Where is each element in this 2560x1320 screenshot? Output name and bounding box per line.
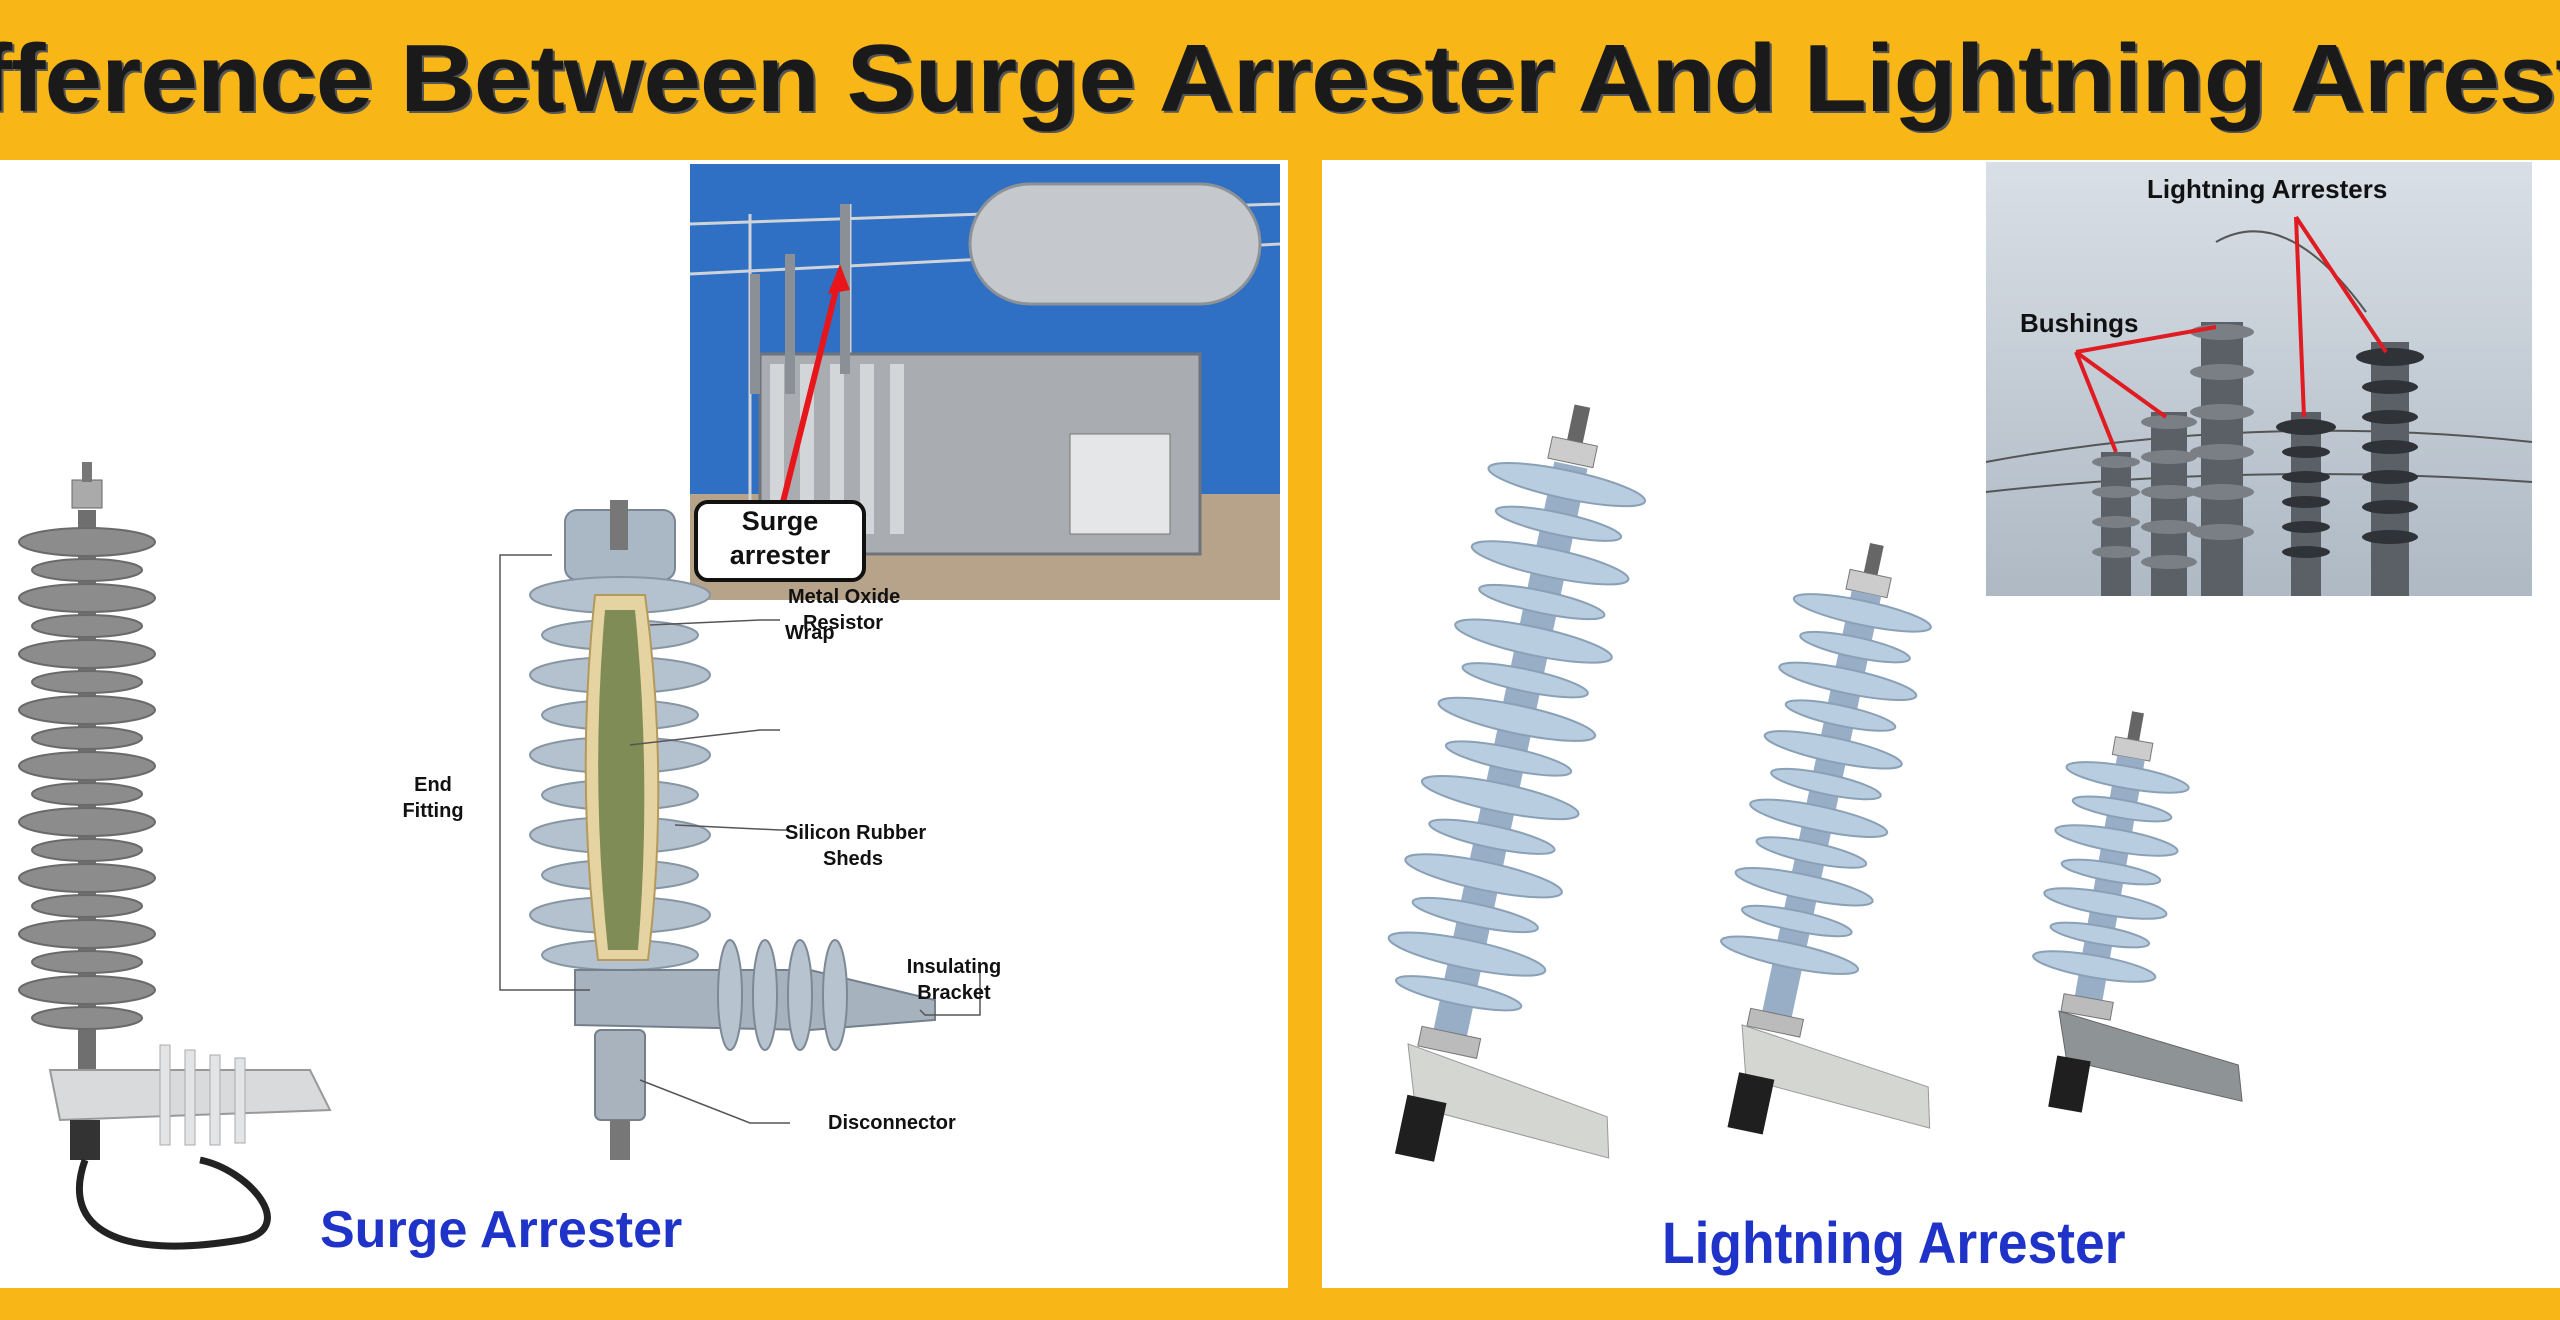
disconnector-label: Disconnector	[828, 1112, 956, 1134]
silicon-rubber-sheds-label: Silicon Rubber Sheds	[785, 820, 927, 872]
insulating-bracket-line-2: Bracket	[917, 982, 991, 1004]
bushings-photo	[1985, 162, 2533, 596]
small-lightning-arrester	[2032, 711, 2243, 1113]
callout-line-1: Surge	[741, 506, 819, 536]
end-fitting-line-2: Fitting	[402, 800, 464, 822]
bushings-photo-label: Bushings	[2020, 308, 2139, 338]
lightning-arrester-caption: Lightning Arrester	[1662, 1211, 2126, 1276]
surge-arrester-cutaway-diagram	[499, 500, 981, 1160]
medium-lightning-arrester	[1720, 542, 1932, 1135]
lightning-arresters-photo-label: Lightning Arresters	[2147, 174, 2388, 204]
surge-arrester-panel: Surge arrester Wrap	[0, 160, 1288, 1288]
grey-surge-arrester-image	[18, 462, 332, 1250]
insulating-bracket-label: Insulating Bracket	[906, 954, 1002, 1006]
page-title: Difference Between Surge Arrester And Li…	[0, 25, 2560, 132]
silicon-rubber-line-2: Sheds	[822, 848, 884, 870]
metal-oxide-line-2: Resistor	[802, 612, 884, 634]
surge-arrester-caption: Surge Arrester	[320, 1201, 683, 1259]
surge-arrester-callout: Surge arrester	[694, 500, 866, 582]
lightning-arrester-panel: Lightning Arresters Bushings	[1322, 160, 2560, 1288]
metal-oxide-resistor-label: Metal Oxide Resistor	[788, 584, 901, 636]
large-lightning-arrester	[1387, 404, 1647, 1162]
title-banner: Difference Between Surge Arrester And Li…	[0, 0, 2560, 158]
silicon-rubber-line-1: Silicon Rubber	[785, 822, 927, 844]
end-fitting-line-1: End	[414, 774, 452, 796]
lightning-arresters-image	[1387, 404, 2243, 1162]
metal-oxide-line-1: Metal Oxide	[788, 586, 901, 608]
wrap-label: Wrap	[785, 622, 835, 644]
callout-line-2: arrester	[729, 540, 831, 570]
insulating-bracket-line-1: Insulating	[906, 956, 1002, 978]
end-fitting-label: End Fitting	[402, 772, 464, 824]
